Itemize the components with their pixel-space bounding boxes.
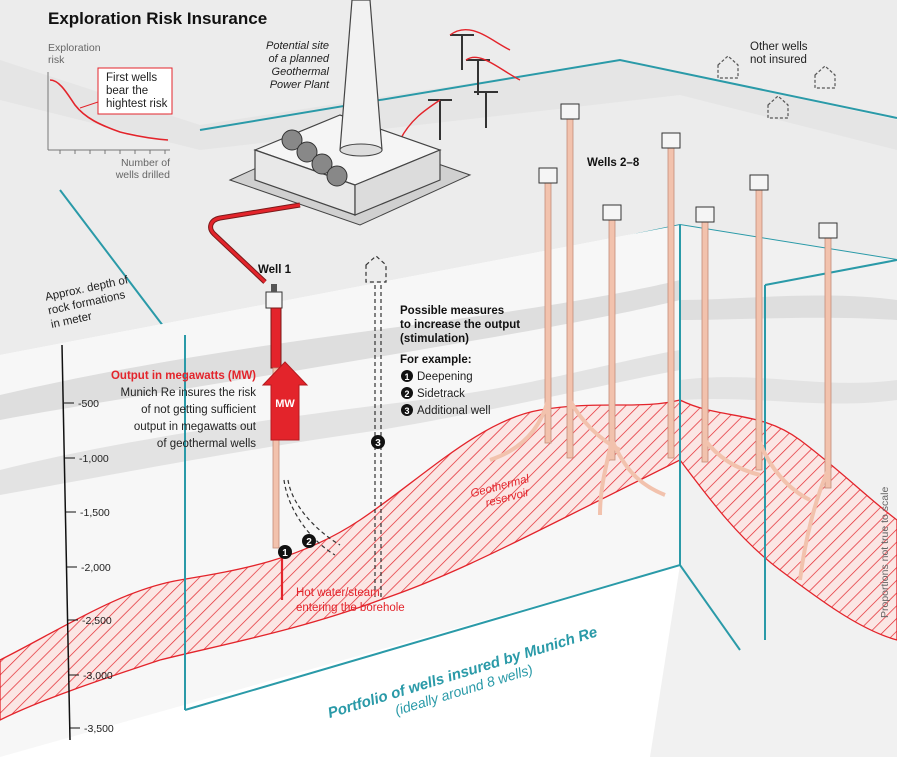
power-lines bbox=[399, 28, 521, 141]
inset-callout-1: First wells bbox=[106, 72, 157, 84]
depth-tick-3500: -3,500 bbox=[84, 723, 114, 735]
plant-label-1: Potential site bbox=[266, 40, 329, 52]
other-wells-label-2: not insured bbox=[750, 54, 807, 66]
inset-callout-3: hightest risk bbox=[106, 98, 168, 110]
inset-y-label-2: risk bbox=[48, 54, 65, 66]
wells-2-8 bbox=[489, 117, 832, 581]
marker-1 bbox=[278, 545, 292, 559]
measure-2-num: 2 bbox=[404, 389, 409, 399]
measure-1-num: 1 bbox=[404, 372, 409, 382]
depth-tick-3000: -3,000 bbox=[83, 670, 113, 682]
measure-1-label: Deepening bbox=[417, 371, 473, 383]
marker-3 bbox=[371, 435, 385, 449]
measures-example-heading: For example: bbox=[400, 354, 472, 366]
inset-y-label-1: Exploration bbox=[48, 42, 101, 54]
measure-3-num: 3 bbox=[404, 406, 409, 416]
output-line-1: Munich Re insures the risk bbox=[121, 387, 257, 399]
inset-callout-2: bear the bbox=[106, 85, 148, 97]
page-title: Exploration Risk Insurance bbox=[48, 9, 267, 28]
mw-arrow bbox=[261, 361, 309, 441]
output-heading: Output in megawatts (MW) bbox=[111, 370, 256, 382]
output-line-4: of geothermal wells bbox=[157, 438, 256, 450]
marker-2-label: 2 bbox=[306, 537, 312, 548]
measure-1-bullet bbox=[401, 370, 413, 382]
depth-tick-2000: -2,000 bbox=[81, 562, 111, 574]
measures-heading-2: to increase the output bbox=[400, 319, 520, 331]
plant-label-4: Power Plant bbox=[270, 79, 330, 91]
mw-arrow-label: MW bbox=[275, 398, 295, 410]
output-line-3: output in megawatts out bbox=[134, 421, 257, 433]
inset-risk-chart bbox=[47, 67, 173, 154]
depth-tick-1000: -1,000 bbox=[79, 453, 109, 465]
marker-1-label: 1 bbox=[282, 548, 288, 559]
wells-2-8-label: Wells 2–8 bbox=[587, 157, 640, 169]
power-plant bbox=[228, 0, 472, 226]
measure-3-bullet bbox=[401, 404, 413, 416]
other-wells bbox=[717, 55, 836, 119]
depth-axis bbox=[61, 344, 80, 741]
measures-heading-3: (stimulation) bbox=[400, 333, 469, 345]
well-1-label: Well 1 bbox=[258, 264, 292, 276]
side-note: Proportions not true to scale bbox=[879, 487, 891, 618]
other-wells-label-1: Other wells bbox=[750, 41, 808, 53]
inset-x-label-2: wells drilled bbox=[115, 169, 170, 181]
plant-label-3: Geothermal bbox=[272, 66, 330, 78]
depth-tick-500: -500 bbox=[78, 398, 99, 410]
inset-x-label-1: Number of bbox=[121, 157, 170, 169]
measure-3-label: Additional well bbox=[417, 405, 491, 417]
hot-water-label-1: Hot water/steam bbox=[296, 587, 380, 599]
marker-2 bbox=[302, 534, 316, 548]
plant-label-2: of a planned bbox=[268, 53, 329, 65]
measure-2-label: Sidetrack bbox=[417, 388, 465, 400]
measures-heading-1: Possible measures bbox=[400, 305, 504, 317]
marker-3-label: 3 bbox=[375, 438, 381, 449]
hot-water-label-2: entering the borehole bbox=[296, 602, 405, 614]
well-heads bbox=[538, 103, 838, 239]
depth-tick-1500: -1,500 bbox=[80, 507, 110, 519]
measure-2-bullet bbox=[401, 387, 413, 399]
depth-tick-2500: -2,500 bbox=[82, 615, 112, 627]
output-line-2: of not getting sufficient bbox=[141, 404, 257, 416]
